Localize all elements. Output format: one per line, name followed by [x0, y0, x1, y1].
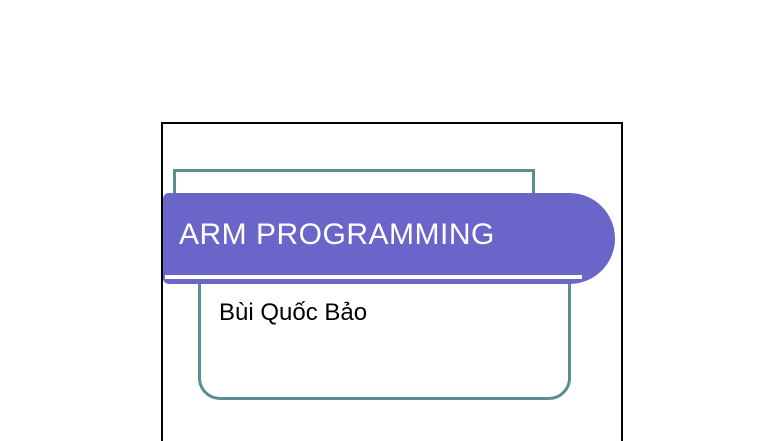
banner-underline [165, 275, 582, 279]
slide: ARM PROGRAMMING Bùi Quốc Bảo [161, 122, 623, 441]
slide-subtitle: Bùi Quốc Bảo [219, 299, 368, 326]
slide-title: ARM PROGRAMMING [179, 218, 495, 251]
title-banner: ARM PROGRAMMING [163, 193, 615, 284]
